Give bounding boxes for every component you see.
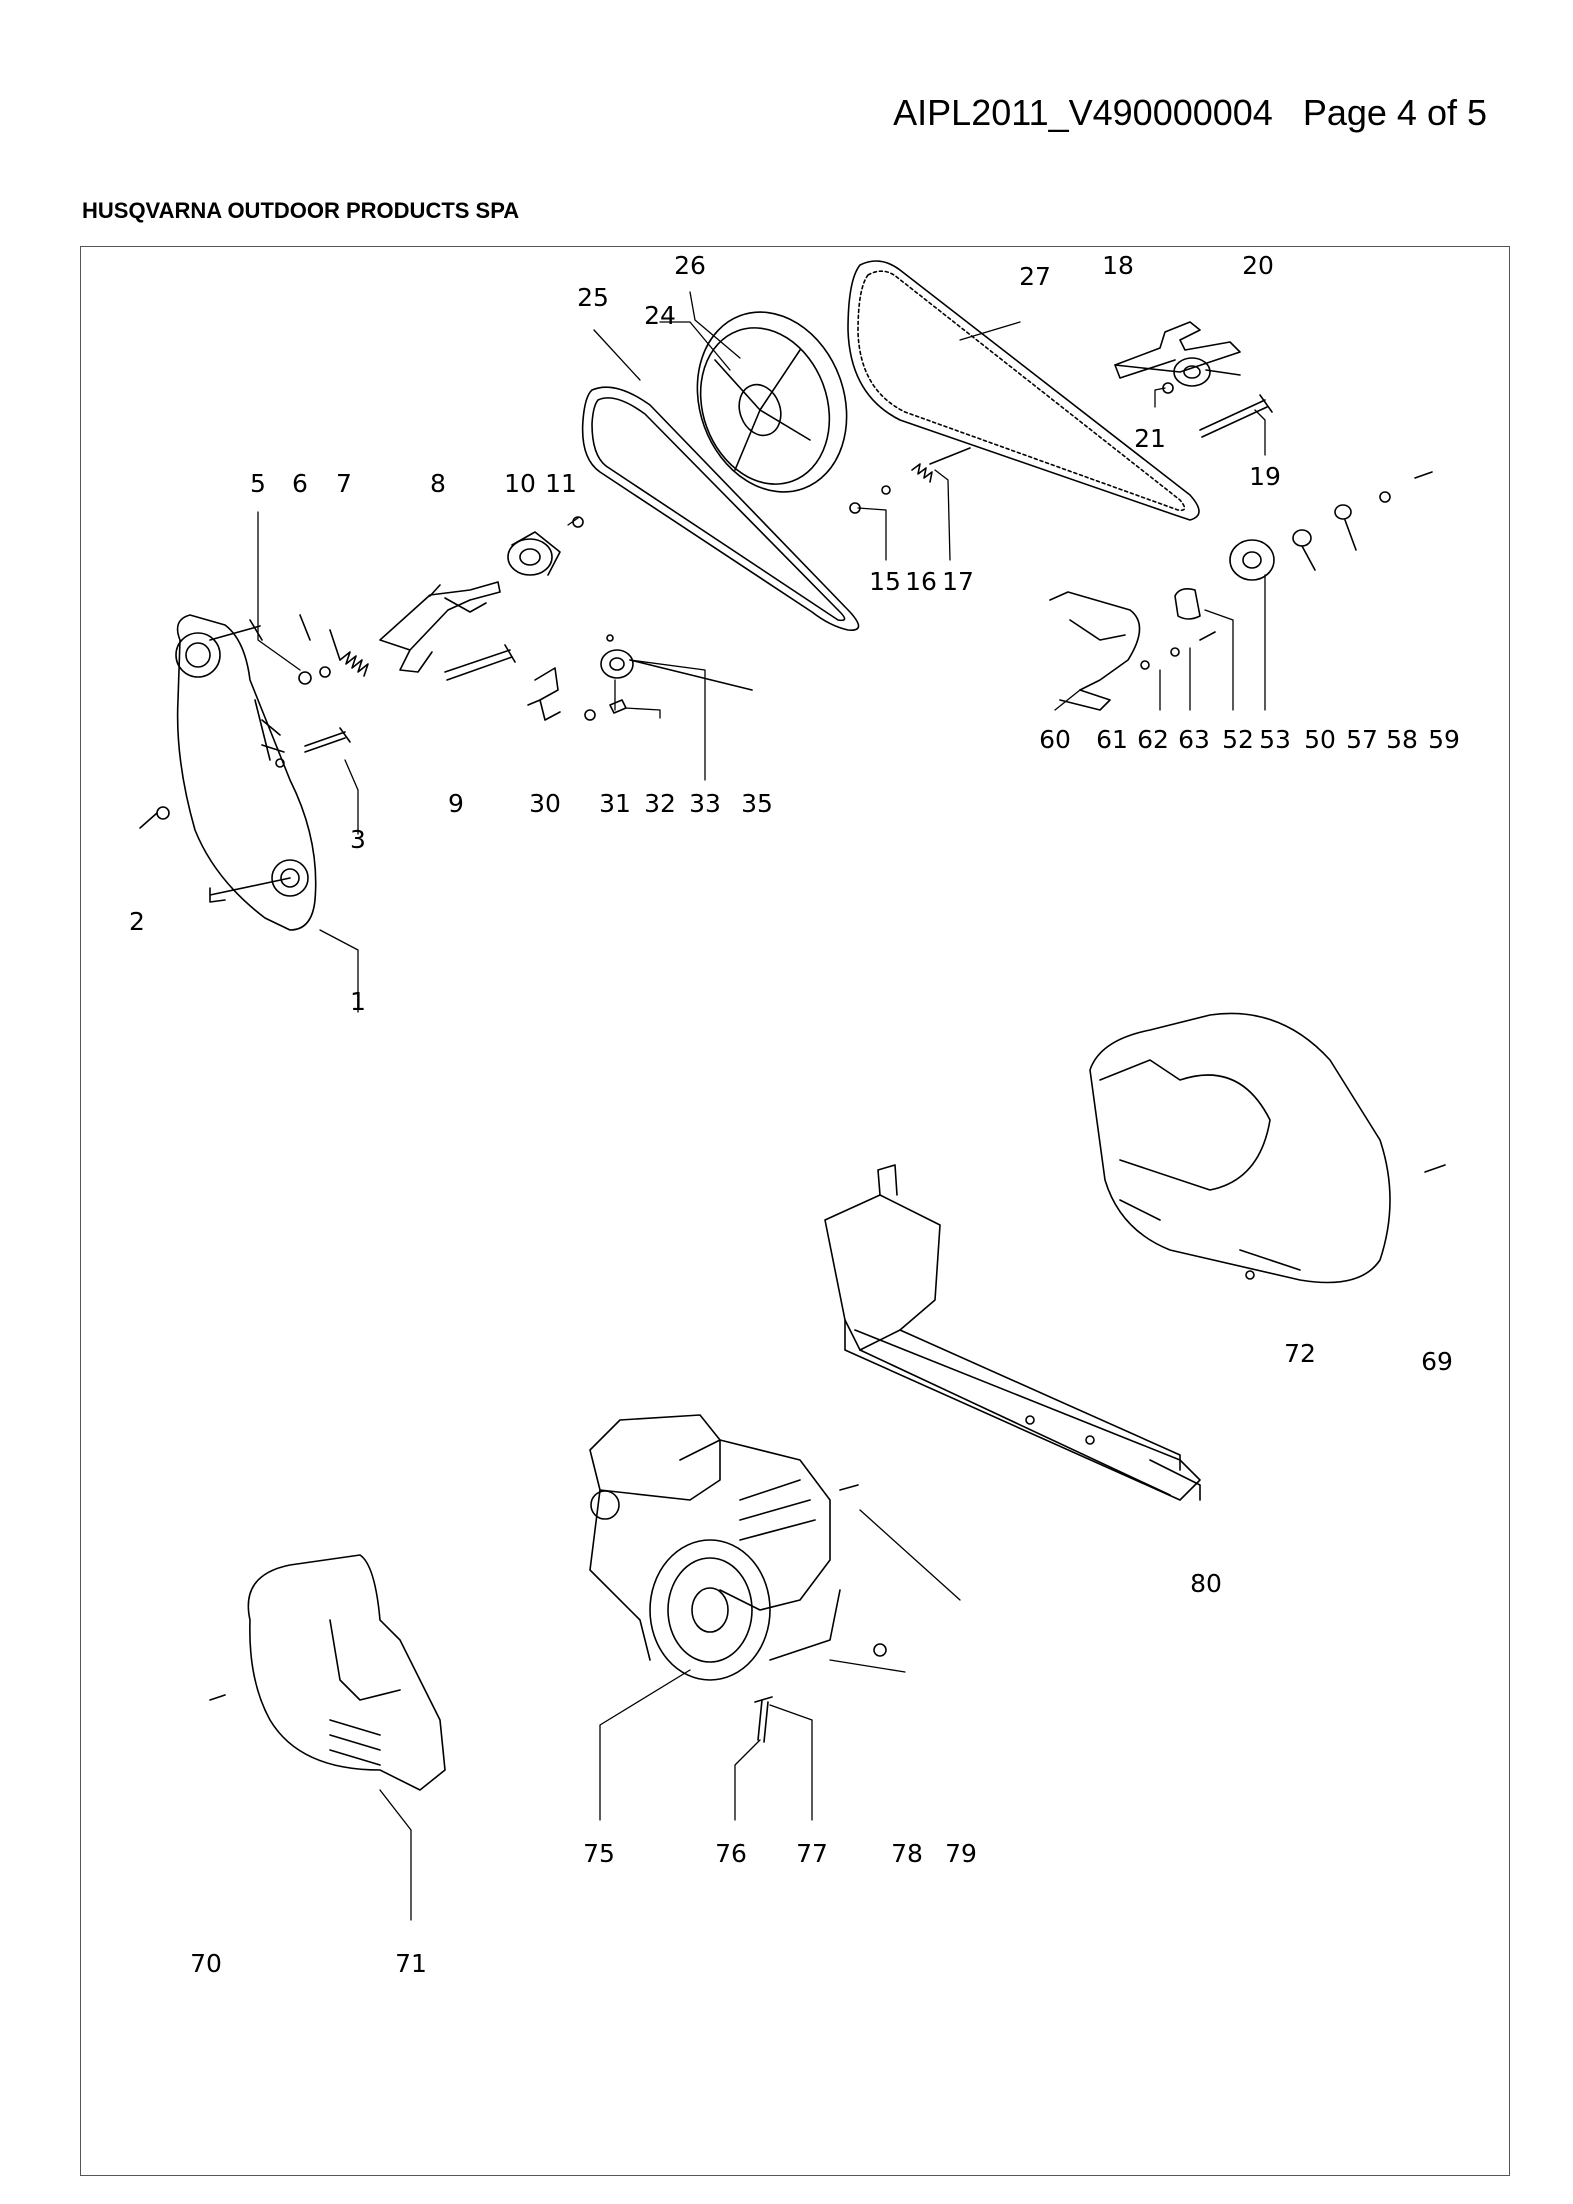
belt-27-drawing xyxy=(847,260,1200,521)
callout-18: 18 xyxy=(1102,251,1134,280)
callout-31: 31 xyxy=(599,789,631,818)
nut-78-drawing xyxy=(839,1484,887,1657)
callout-77: 77 xyxy=(796,1839,828,1868)
bolt-9-drawing xyxy=(444,644,516,681)
document-id: AIPL2011_V490000004 Page 4 of 5 xyxy=(893,92,1487,134)
screw-70-drawing xyxy=(209,1694,226,1701)
callout-16: 16 xyxy=(905,567,937,596)
callout-80: 80 xyxy=(1190,1569,1222,1598)
screw-76-drawing xyxy=(754,1696,773,1743)
callout-75: 75 xyxy=(583,1839,615,1868)
idler-50-59-drawing xyxy=(1174,471,1433,620)
belt-cover-72-drawing xyxy=(1089,1012,1391,1284)
tensioner-15-17-drawing xyxy=(849,447,971,514)
engine-75-drawing xyxy=(589,1414,841,1681)
pulley-10-drawing xyxy=(507,516,584,576)
page-indicator: Page 4 of 5 xyxy=(1302,92,1487,133)
screw-3-drawing xyxy=(304,727,351,753)
callout-11: 11 xyxy=(545,469,577,498)
callout-10: 10 xyxy=(504,469,536,498)
shaft-18-drawing xyxy=(1114,321,1273,438)
callout-52: 52 xyxy=(1222,725,1254,754)
bracket-60-drawing xyxy=(1049,591,1216,711)
callout-20: 20 xyxy=(1242,251,1274,280)
callout-71: 71 xyxy=(395,1949,427,1978)
callout-labels: 1 2 3 5 6 7 8 9 10 11 15 16 17 18 19 20 … xyxy=(129,251,1460,1978)
callout-2: 2 xyxy=(129,907,145,936)
leader-lines xyxy=(257,291,1266,1921)
callout-70: 70 xyxy=(190,1949,222,1978)
callout-62: 62 xyxy=(1137,725,1169,754)
belt-25-drawing xyxy=(581,386,860,631)
callout-76: 76 xyxy=(715,1839,747,1868)
callout-59: 59 xyxy=(1428,725,1460,754)
callout-53: 53 xyxy=(1259,725,1291,754)
callout-58: 58 xyxy=(1386,725,1418,754)
diagram-frame xyxy=(80,246,1510,2176)
screw-69-drawing xyxy=(1424,1164,1446,1173)
callout-21: 21 xyxy=(1134,424,1166,453)
pulley-26-drawing xyxy=(696,311,848,493)
callout-61: 61 xyxy=(1096,725,1128,754)
callout-6: 6 xyxy=(292,469,308,498)
callout-69: 69 xyxy=(1421,1347,1453,1376)
idler-33-drawing xyxy=(600,634,753,691)
callout-5: 5 xyxy=(250,469,266,498)
callout-8: 8 xyxy=(430,469,446,498)
callout-25: 25 xyxy=(577,283,609,312)
callout-7: 7 xyxy=(336,469,352,498)
nut-spring-drawing xyxy=(298,614,369,685)
company-name: HUSQVARNA OUTDOOR PRODUCTS SPA xyxy=(82,198,520,223)
callout-19: 19 xyxy=(1249,462,1281,491)
frame-80-drawing xyxy=(824,1164,1201,1501)
callout-35: 35 xyxy=(741,789,773,818)
callout-78: 78 xyxy=(891,1839,923,1868)
doc-code: AIPL2011_V490000004 xyxy=(893,92,1273,133)
drive-housing-drawing xyxy=(175,614,317,931)
callout-32: 32 xyxy=(644,789,676,818)
callout-9: 9 xyxy=(448,789,464,818)
fastener-31-32-drawing xyxy=(584,699,627,721)
callout-27: 27 xyxy=(1019,262,1051,291)
callout-3: 3 xyxy=(350,825,366,854)
bolt-2-drawing xyxy=(139,806,170,829)
callout-30: 30 xyxy=(529,789,561,818)
callout-79: 79 xyxy=(945,1839,977,1868)
callout-60: 60 xyxy=(1039,725,1071,754)
lever-8-drawing xyxy=(379,581,501,673)
callout-1: 1 xyxy=(350,987,366,1016)
engine-cover-71-drawing xyxy=(247,1554,446,1791)
callout-57: 57 xyxy=(1346,725,1378,754)
callout-17: 17 xyxy=(942,567,974,596)
callout-50: 50 xyxy=(1304,725,1336,754)
callout-63: 63 xyxy=(1178,725,1210,754)
callout-26: 26 xyxy=(674,251,706,280)
callout-72: 72 xyxy=(1284,1339,1316,1368)
callout-15: 15 xyxy=(869,567,901,596)
callout-33: 33 xyxy=(689,789,721,818)
bracket-30-drawing xyxy=(527,667,561,721)
callout-24: 24 xyxy=(644,301,676,330)
